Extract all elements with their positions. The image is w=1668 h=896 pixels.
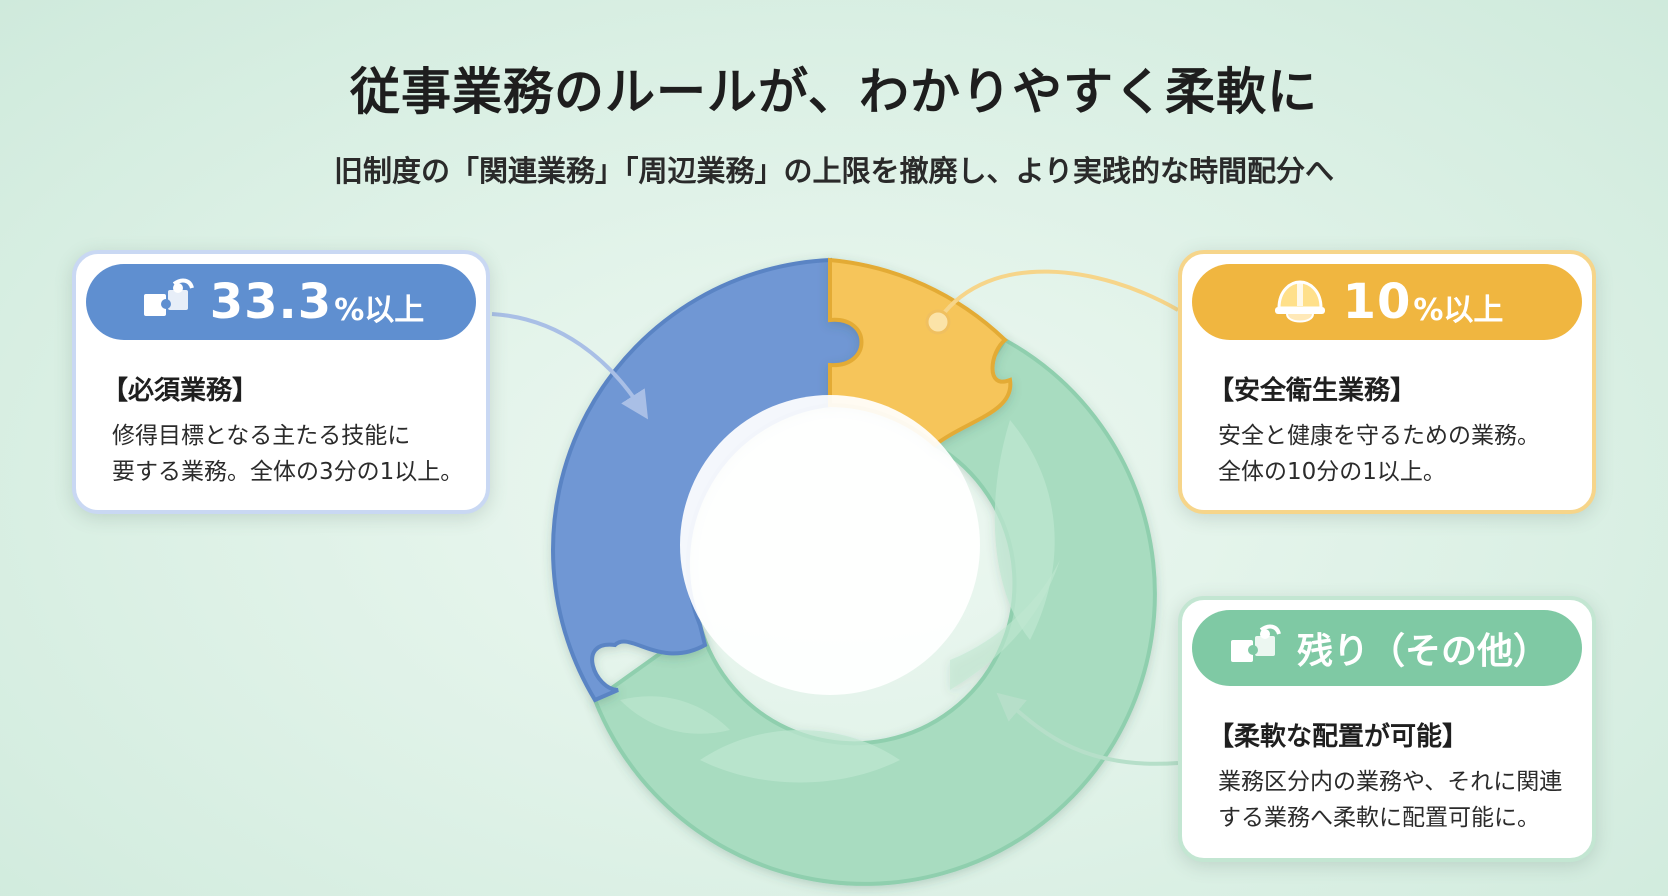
puzzle-icon [143, 278, 194, 316]
connector-other [996, 692, 1179, 766]
other-line-1: 業務区分内の業務や、それに関連 [1218, 769, 1563, 795]
other-pill: 残り（その他） [1192, 610, 1582, 686]
ring-segment-safety [828, 257, 1013, 448]
mandatory-heading: 【必須業務】 [102, 376, 259, 406]
page-title: 従事業務のルールが、わかりやすく柔軟に [350, 63, 1318, 121]
mandatory-value: 33.3 [209, 274, 333, 330]
safety-heading: 【安全衛生業務】 [1208, 376, 1417, 406]
other-label: 残り（その他） [1296, 631, 1549, 672]
safety-pill: 10 %以上 [1192, 264, 1582, 340]
safety-line-1: 安全と健康を守るための業務。 [1218, 423, 1540, 449]
connector-safety [938, 269, 1179, 320]
puzzle-icon [1230, 624, 1281, 662]
safety-unit: %以上 [1413, 293, 1504, 328]
card-safety: 10 %以上 【安全衛生業務】 安全と健康を守るための業務。 全体の10分の1以… [1178, 250, 1596, 514]
ring-segment-other [592, 337, 1157, 886]
card-other: 残り（その他） 【柔軟な配置が可能】 業務区分内の業務や、それに関連 する業務へ… [1178, 596, 1596, 862]
mandatory-pill: 33.3 %以上 [86, 264, 476, 340]
connector-mandatory [491, 312, 649, 420]
safety-value: 10 [1342, 274, 1412, 330]
hard-hat-icon [1274, 280, 1325, 323]
mandatory-line-1: 修得目標となる主たる技能に [112, 423, 411, 449]
other-heading: 【柔軟な配置が可能】 [1208, 722, 1469, 752]
other-line-2: する業務へ柔軟に配置可能に。 [1218, 805, 1540, 831]
mandatory-unit: %以上 [334, 293, 425, 328]
safety-line-2: 全体の10分の1以上。 [1218, 459, 1446, 485]
connector-safety-dot [925, 309, 951, 335]
card-mandatory: 33.3 %以上 【必須業務】 修得目標となる主たる技能に 要する業務。全体の3… [72, 250, 490, 514]
page-subtitle: 旧制度の「関連業務」「周辺業務」の上限を撤廃し、より実践的な時間配分へ [334, 154, 1334, 188]
mandatory-line-2: 要する業務。全体の3分の1以上。 [112, 459, 464, 485]
ring-center [680, 395, 980, 695]
